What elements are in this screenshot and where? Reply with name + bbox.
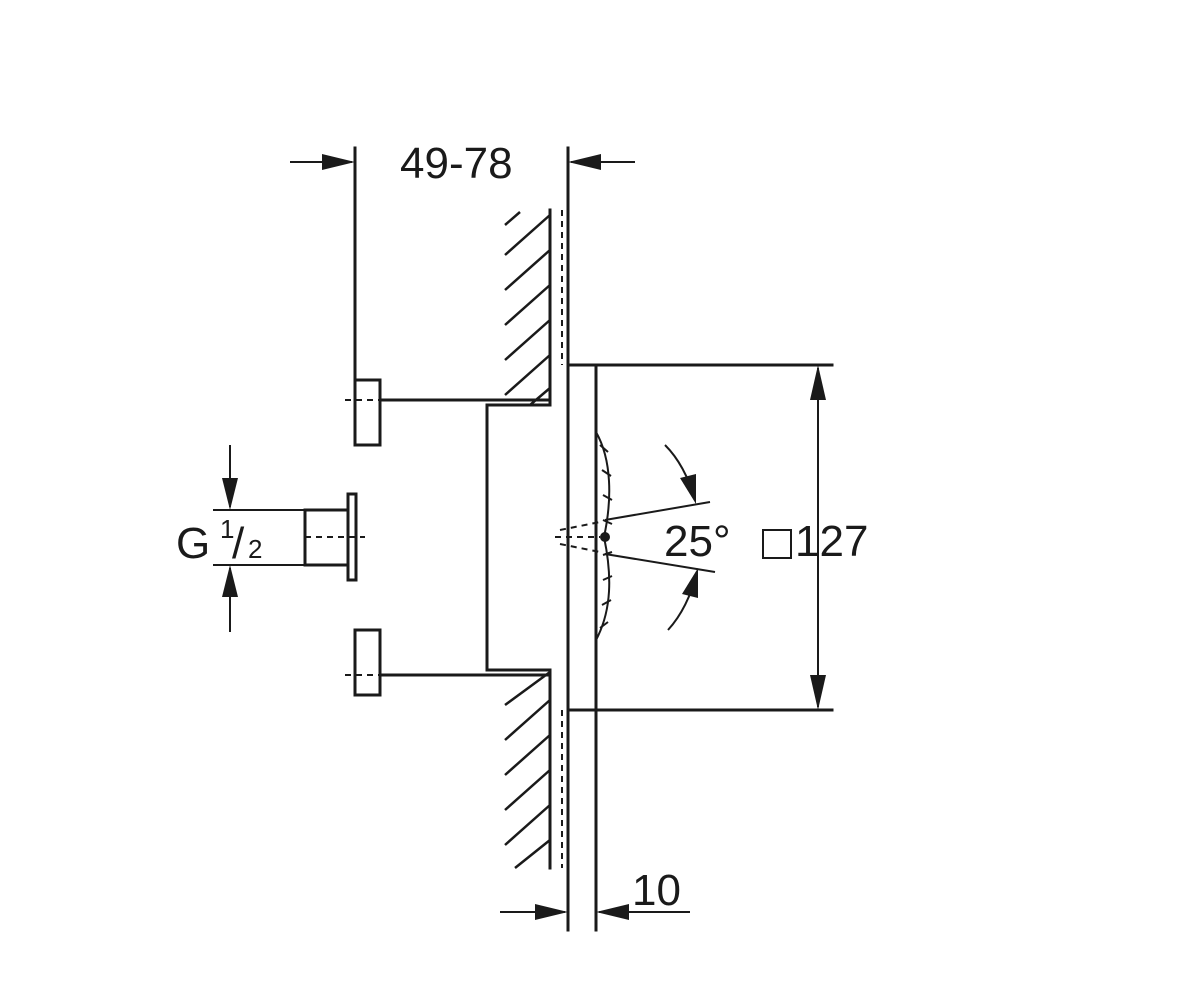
body-housing bbox=[303, 378, 552, 697]
dimension-plate-thickness: 10 bbox=[500, 866, 690, 920]
spray-nozzle bbox=[555, 431, 716, 641]
dimension-square-size: 127 bbox=[762, 365, 868, 710]
wall-hatching-lower bbox=[504, 670, 551, 869]
dimension-angle: 25° bbox=[664, 444, 731, 631]
angle-label: 25° bbox=[664, 517, 731, 566]
square-size-label: 127 bbox=[795, 517, 868, 566]
width-range-label: 49-78 bbox=[400, 139, 513, 188]
thread-fraction-numerator: 1 bbox=[220, 514, 234, 544]
dimension-width-range: 49-78 bbox=[290, 139, 635, 402]
wall-hatching-upper bbox=[504, 211, 551, 406]
thread-fraction-slash: / bbox=[232, 519, 245, 568]
plate-thickness-label: 10 bbox=[632, 866, 681, 915]
wall bbox=[504, 208, 563, 870]
thread-fraction-denominator: 2 bbox=[248, 534, 262, 564]
cover-plate bbox=[566, 363, 834, 932]
square-symbol-icon bbox=[762, 529, 792, 559]
thread-label: G bbox=[176, 519, 210, 568]
dimension-thread: G 1 / 2 bbox=[176, 445, 305, 632]
